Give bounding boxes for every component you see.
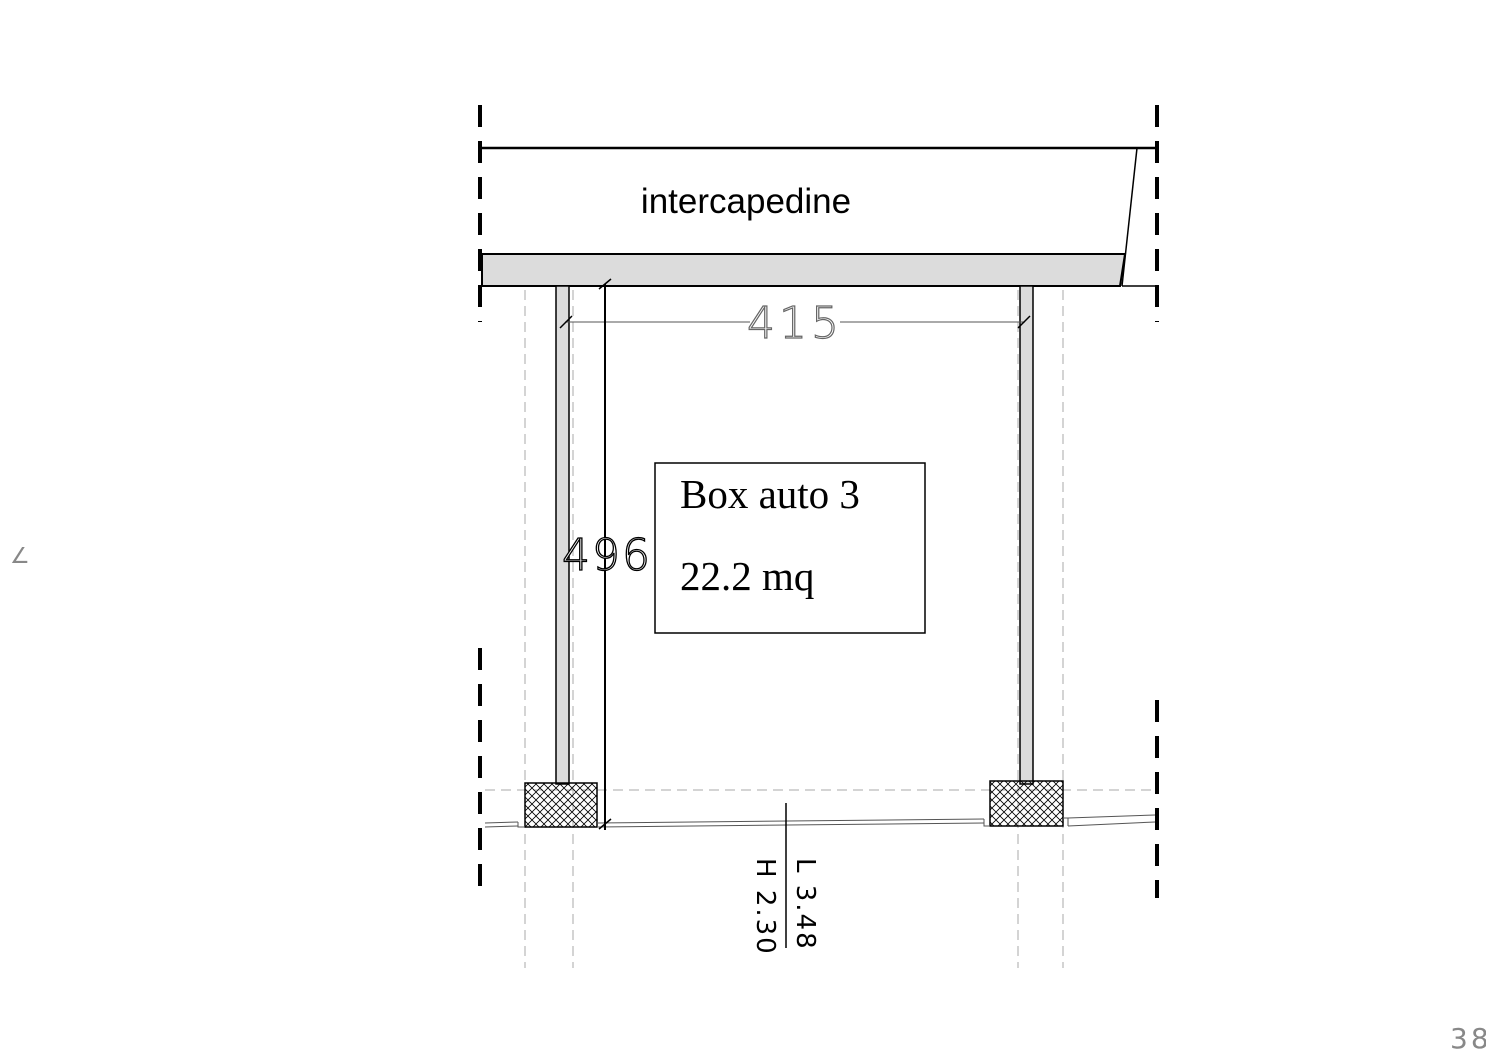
construction-lines	[485, 290, 1155, 968]
right-pillar	[989, 780, 1064, 827]
corridor-label: intercapedine	[641, 182, 851, 221]
back-wall	[481, 253, 1127, 287]
door-length: L 3.48	[790, 858, 820, 951]
depth-dimension-label: 496	[562, 530, 652, 581]
right-wall	[1019, 285, 1034, 785]
edge-fragment-right: 38	[1450, 1022, 1486, 1050]
room-label-box: Box auto 3 22.2 mq	[654, 462, 926, 634]
left-pillar	[524, 782, 598, 828]
door-annotation: L 3.48 H 2.30	[750, 803, 820, 956]
boundary-lines	[478, 105, 1159, 898]
edge-fragment-left: ∠	[10, 544, 30, 569]
width-dimension-label: 415	[747, 298, 843, 349]
room-name: Box auto 3	[680, 471, 860, 517]
door-height: H 2.30	[750, 858, 780, 956]
width-dimension: 415	[559, 297, 1031, 350]
garage-door	[484, 814, 1156, 828]
depth-dimension: 496	[561, 278, 652, 830]
intercapedine-area	[481, 146, 1155, 287]
room-area: 22.2 mq	[680, 553, 814, 599]
